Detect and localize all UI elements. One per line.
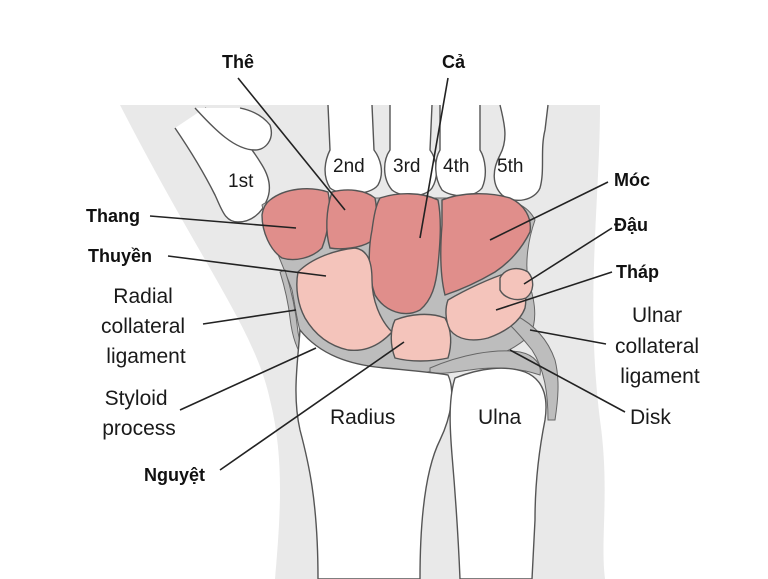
trapezium-bone (261, 188, 331, 261)
articular-disk-shape (429, 350, 541, 376)
leader-ulnar-collateral (529, 329, 607, 345)
label-the: Thê (222, 52, 254, 72)
leader-the (237, 77, 346, 211)
leader-nguyet (219, 341, 405, 471)
label-5th: 5th (497, 156, 523, 177)
first-metacarpal (174, 107, 271, 223)
leader-radial-collateral (202, 309, 297, 325)
capitate-bone (368, 193, 442, 315)
trapezoid-bone (326, 189, 378, 250)
fifth-metacarpal (493, 104, 549, 202)
pisiform-bone (499, 267, 534, 301)
leader-thang (149, 215, 297, 229)
label-radius: Radius (330, 406, 395, 429)
second-metacarpal (324, 104, 383, 195)
leader-thuyen (167, 255, 327, 277)
label-ulnar-collateral-ligament: Ulnar collateral ligament (615, 304, 705, 388)
label-ca: Cả (442, 52, 466, 72)
label-radial-collateral-ligament: Radial collateral ligament (101, 285, 191, 368)
label-thap: Tháp (616, 262, 659, 282)
label-2nd: 2nd (333, 156, 365, 177)
ulna-bone (449, 367, 547, 579)
label-dau: Đậu (614, 215, 648, 235)
leader-ca (419, 77, 449, 239)
leader-styloid (179, 347, 317, 411)
hamate-bone (440, 193, 532, 296)
leader-moc (489, 181, 609, 241)
label-1st: 1st (228, 171, 254, 192)
leader-disk (509, 349, 626, 413)
label-ulna: Ulna (478, 406, 522, 429)
label-moc: Móc (614, 170, 650, 190)
leader-thap (495, 271, 613, 311)
label-nguyet: Nguyệt (144, 465, 205, 485)
leader-dau (523, 227, 613, 285)
label-disk: Disk (630, 406, 671, 429)
thumb-phalanx (194, 107, 272, 151)
label-thang: Thang (86, 206, 140, 226)
fourth-metacarpal (435, 105, 487, 197)
label-3rd: 3rd (393, 156, 420, 177)
lunate-bone (390, 313, 452, 362)
label-styloid-process: Styloid process (102, 387, 176, 440)
label-thuyen: Thuyền (88, 246, 152, 266)
ulnar-collateral-ligament-shape (509, 314, 559, 421)
radius-bone (295, 328, 453, 579)
label-4th: 4th (443, 156, 469, 177)
third-metacarpal (383, 104, 438, 197)
